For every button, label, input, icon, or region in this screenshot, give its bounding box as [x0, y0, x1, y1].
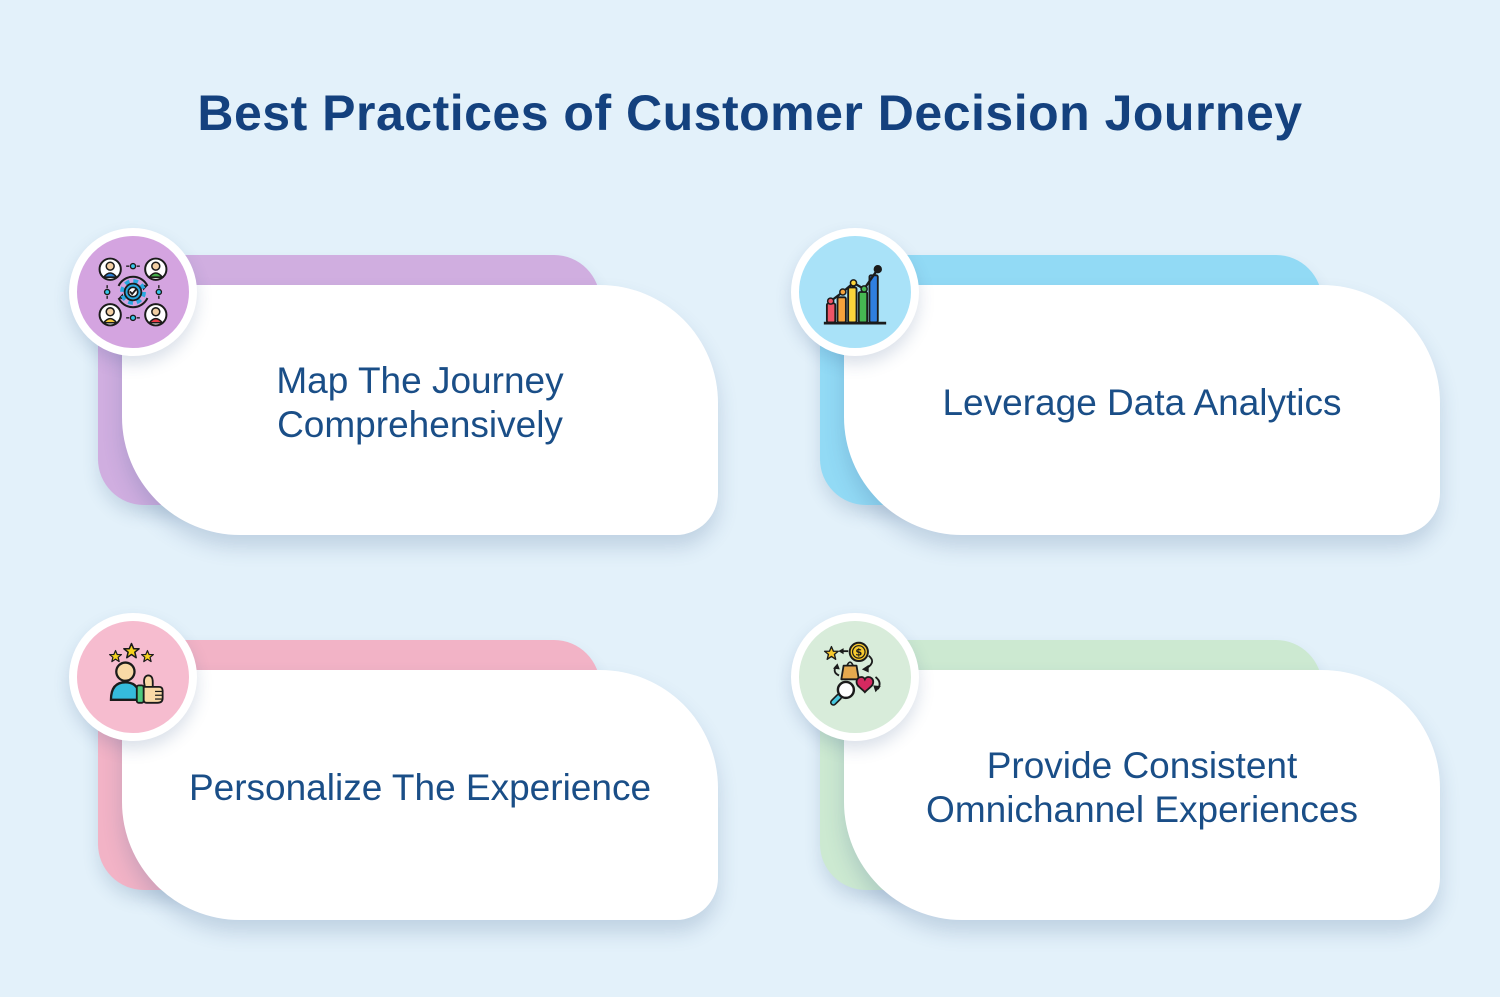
card-title-line: Map The Journey: [276, 359, 564, 401]
card-surface: Map The Journey Comprehensively: [122, 285, 718, 535]
card-surface: Leverage Data Analytics: [844, 285, 1440, 535]
card-map-journey: Map The Journey Comprehensively: [69, 228, 718, 538]
bar-chart-icon: [823, 265, 887, 325]
journey-map-icon: [98, 257, 168, 327]
card-title-line: Comprehensively: [277, 404, 563, 445]
card-title-line: Provide Consistent: [986, 744, 1298, 786]
card-title: Leverage Data Analytics: [942, 381, 1341, 425]
card-icon-badge: [69, 613, 197, 741]
card-title-line: Leverage Data Analytics: [942, 381, 1342, 423]
omnichannel-journey-icon: $: [823, 641, 881, 706]
card-icon-badge: [69, 228, 197, 356]
card-title: Map The Journey Comprehensively: [276, 359, 563, 448]
card-title-line: Omnichannel Experiences: [926, 789, 1358, 830]
card-title-line: Personalize The Experience: [188, 766, 652, 808]
card-icon-badge: $: [791, 613, 919, 741]
card-data-analytics: Leverage Data Analytics: [791, 228, 1440, 538]
page-title: Best Practices of Customer Decision Jour…: [197, 85, 1303, 141]
card-title: Personalize The Experience: [189, 766, 651, 810]
card-icon-badge: [791, 228, 919, 356]
card-omnichannel: Provide Consistent Omnichannel Experienc…: [791, 613, 1440, 923]
card-surface: Personalize The Experience: [122, 670, 718, 920]
svg-text:$: $: [855, 648, 862, 659]
card-surface: Provide Consistent Omnichannel Experienc…: [844, 670, 1440, 920]
card-title: Provide Consistent Omnichannel Experienc…: [926, 744, 1358, 833]
person-thumbs-up-icon: [108, 642, 164, 704]
card-personalize: Personalize The Experience: [69, 613, 718, 923]
